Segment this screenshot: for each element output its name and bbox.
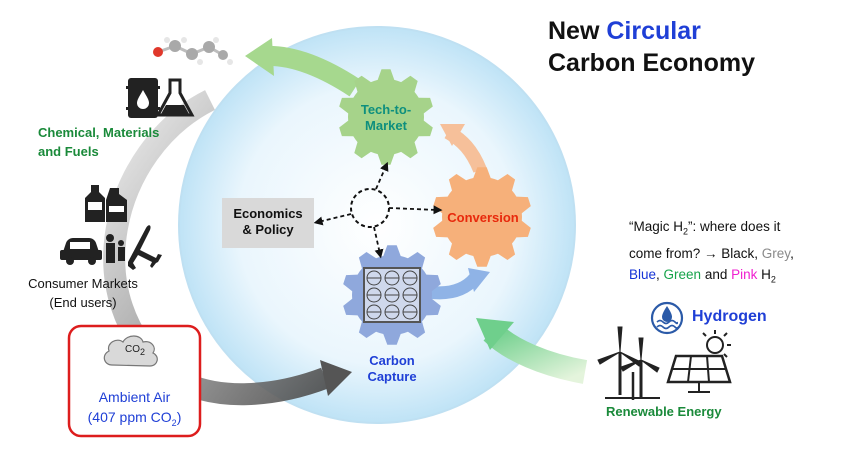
conversion-label: Conversion — [447, 210, 519, 225]
co2-cloud-text: CO — [124, 344, 140, 355]
economics-line2: & Policy — [242, 222, 294, 237]
magic-q1-prefix: “Magic H — [629, 219, 684, 234]
co2-cloud-label: CO2 — [112, 344, 158, 357]
carbon-capture-label: Carbon Capture — [352, 353, 432, 385]
conversion-to-tech-arrowhead — [440, 124, 465, 146]
magic-q1-suffix: ”: where does it — [688, 219, 781, 234]
consumer-line1: Consumer Markets — [28, 276, 138, 291]
consumer-markets-label: Consumer Markets (End users) — [8, 274, 158, 312]
capture-grid-icon — [363, 267, 421, 323]
molecule-icon — [153, 37, 233, 65]
bottles-icon — [85, 185, 127, 222]
chemicals-line2: and Fuels — [38, 144, 99, 159]
chemicals-line1: Chemical, Materials — [38, 125, 160, 140]
flask-icon — [155, 78, 195, 117]
consumer-line2: (End users) — [49, 295, 117, 310]
magic-sep1: , — [656, 266, 664, 282]
hydrogen-label: Hydrogen — [692, 308, 767, 325]
ambient-air-line1: Ambient Air — [98, 389, 171, 405]
magic-note-line2: come from? → Black, Grey, — [629, 243, 794, 264]
airplane-icon — [128, 225, 162, 270]
car-icon — [60, 238, 102, 265]
tech-output-arrowhead — [245, 38, 274, 76]
water-drop-icon — [650, 301, 684, 335]
magic-note-line3: Blue, Green and Pink H2 — [629, 264, 794, 291]
solar-panel-icon — [666, 330, 732, 393]
co2-cloud-icon — [103, 335, 158, 367]
magic-end: H — [757, 266, 771, 282]
wind-turbines-icon — [597, 326, 660, 400]
capture-to-conversion-arrowhead — [468, 268, 490, 292]
people-icon — [106, 234, 125, 263]
magic-end-sub: 2 — [770, 274, 776, 285]
oil-barrel-icon — [126, 78, 160, 118]
renewable-input-arrowhead — [476, 318, 514, 350]
hub-to-conversion-arrow — [388, 205, 443, 215]
ambient-air-label: Ambient Air (407 ppm CO2) — [69, 387, 200, 433]
tech-to-market-gear[interactable] — [339, 69, 433, 165]
hub-to-capture-arrow — [373, 226, 384, 259]
economics-policy-label: Economics & Policy — [222, 206, 314, 238]
title-accent-word: Circular — [606, 17, 701, 45]
grey-flow-arrowhead — [320, 360, 352, 396]
economics-line1: Economics — [233, 206, 303, 221]
ambient-air-box[interactable] — [67, 324, 202, 438]
magic-blue-word: Blue — [629, 266, 657, 282]
tech-to-market-label: Tech-to- Market — [348, 102, 424, 134]
diagram-title-line2: Carbon Economy — [548, 49, 755, 77]
magic-pink-word: Pink — [731, 266, 758, 282]
magic-sep2: and — [701, 266, 732, 282]
ambient-air-sub: 2 — [171, 417, 177, 428]
magic-note-line1: “Magic H2”: where does it — [629, 216, 794, 243]
tech-label-line1: Tech-to- — [360, 102, 412, 117]
magic-green-word: Green — [663, 266, 702, 282]
hub-to-economics-arrow — [313, 213, 352, 226]
gear-tech-shape — [339, 69, 433, 165]
ambient-air-line2: (407 ppm CO2) — [69, 407, 200, 433]
ambient-air-close: ) — [176, 409, 182, 425]
chemicals-label: Chemical, Materials and Fuels — [38, 123, 159, 161]
co2-cloud-sub: 2 — [139, 347, 145, 357]
title-prefix: New — [548, 17, 607, 45]
magic-grey-word: Grey — [761, 245, 791, 261]
magic-q1-sub: 2 — [683, 226, 689, 237]
gear-conv-shape — [433, 167, 531, 267]
tech-label-line2: Market — [365, 118, 407, 133]
economics-policy-box[interactable] — [222, 198, 314, 248]
renewable-energy-label: Renewable Energy — [606, 404, 722, 419]
diagram-title-line1: New Circular — [548, 16, 701, 46]
magic-q2-prefix: come from? → Black, — [629, 245, 762, 261]
conversion-gear[interactable] — [433, 167, 531, 267]
magic-q2-suffix: , — [790, 245, 794, 261]
capture-label-line2: Capture — [367, 369, 417, 384]
capture-label-line1: Carbon — [369, 353, 415, 368]
ambient-air-ppm: (407 ppm CO — [87, 409, 172, 425]
magic-h2-note: “Magic H2”: where does it come from? → B… — [629, 216, 794, 290]
